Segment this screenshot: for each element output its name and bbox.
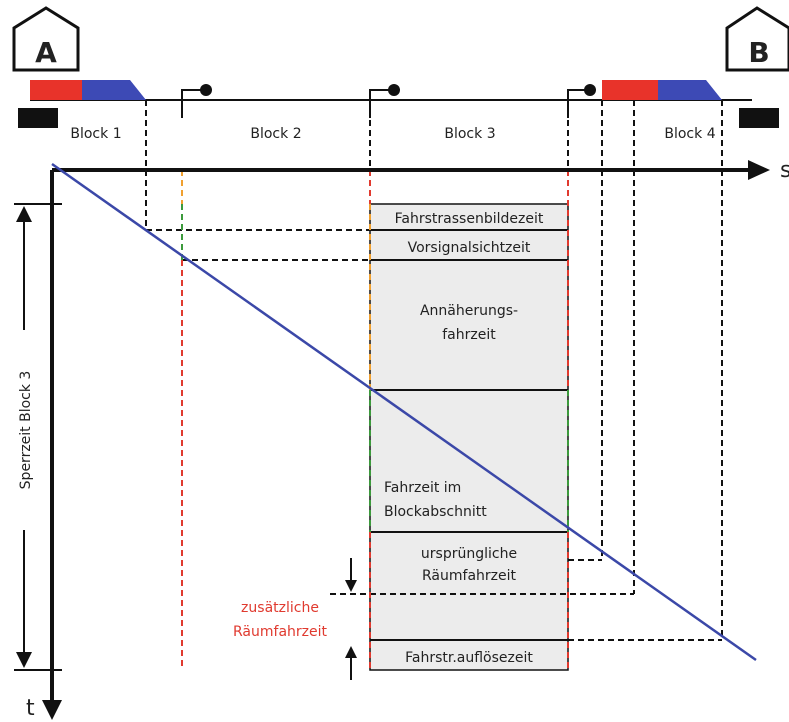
arrow-down-icon <box>16 652 32 668</box>
sperrzeit-label: Sperrzeit Block 3 <box>18 371 34 490</box>
label-zusaetzliche-1: zusätzliche <box>241 600 319 616</box>
box-dividers <box>370 229 568 641</box>
signal-icon <box>200 84 212 96</box>
signal-block-3 <box>369 84 400 118</box>
s-axis-label: s <box>780 158 789 183</box>
label-fahrzeit-1: Fahrzeit im <box>384 480 461 496</box>
signal-aspect-lines <box>181 100 569 668</box>
arrow-up-icon <box>345 646 357 658</box>
s-axis-arrow-icon <box>748 160 770 180</box>
label-vorsignalsichtzeit: Vorsignalsichtzeit <box>408 240 531 256</box>
train-a-red-car <box>30 80 82 100</box>
construction-lines <box>145 100 723 641</box>
train-b-red-car <box>602 80 658 100</box>
block-2-label: Block 2 <box>250 126 301 142</box>
signal-block-2 <box>181 84 212 118</box>
buffer-stop-right <box>739 108 779 128</box>
extra-clearing-arrows <box>345 558 357 680</box>
blocking-time-box <box>369 203 569 671</box>
label-raeumfahrzeit-1: ursprüngliche <box>421 546 517 562</box>
label-fahrzeit-2: Blockabschnitt <box>384 504 487 520</box>
station-b: B <box>725 6 789 72</box>
signal-icon <box>584 84 596 96</box>
station-a-house-icon <box>12 6 80 72</box>
train-a-blue-car <box>82 80 146 100</box>
t-axis-label: t <box>26 696 35 721</box>
label-raeumfahrzeit-2: Räumfahrzeit <box>422 568 516 584</box>
station-b-label: B <box>748 36 769 69</box>
block-4-label: Block 4 <box>664 126 715 142</box>
label-annaeherungsfahrzeit-2: fahrzeit <box>442 327 496 343</box>
sperrzeit-dimension: Sperrzeit Block 3 <box>14 203 62 671</box>
train-b-blue-car <box>658 80 722 100</box>
arrow-down-icon <box>345 580 357 592</box>
block-3-label: Block 3 <box>444 126 495 142</box>
label-zusaetzliche-2: Räumfahrzeit <box>233 624 327 640</box>
buffer-stop-left <box>18 108 58 128</box>
s-axis: s <box>52 158 789 183</box>
t-axis: t <box>26 170 62 721</box>
station-b-house-icon <box>725 6 789 72</box>
block-1-label: Block 1 <box>70 126 121 142</box>
label-annaeherungsfahrzeit-1: Annäherungs- <box>420 303 518 319</box>
label-aufloesezeit: Fahrstr.auflösezeit <box>405 650 533 666</box>
arrow-up-icon <box>16 206 32 222</box>
train-b <box>602 80 722 100</box>
signal-block-4 <box>567 84 596 118</box>
train-a <box>30 80 146 100</box>
t-axis-arrow-icon <box>42 700 62 720</box>
station-a: A <box>12 6 80 72</box>
label-fahrstrassenbildezeit: Fahrstrassenbildezeit <box>395 211 544 227</box>
signal-icon <box>388 84 400 96</box>
station-a-label: A <box>35 36 57 69</box>
train-trajectory-line <box>51 162 757 662</box>
